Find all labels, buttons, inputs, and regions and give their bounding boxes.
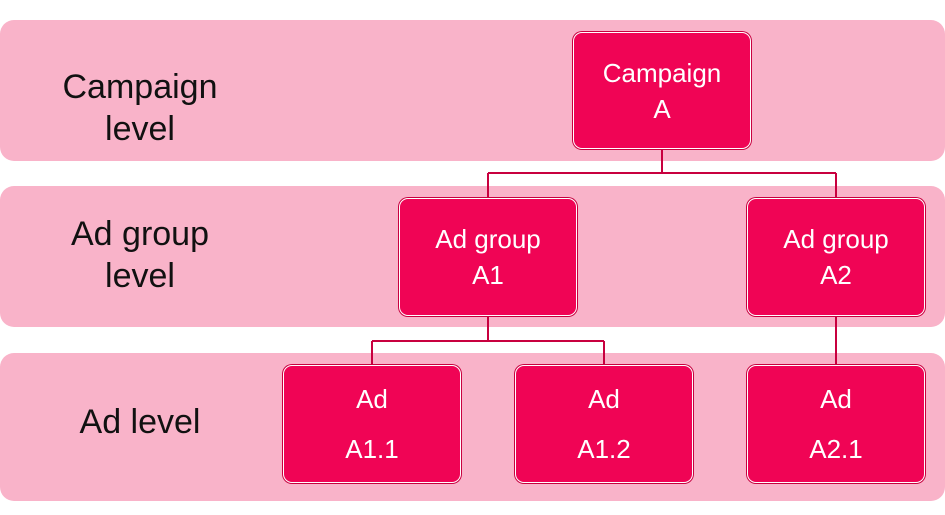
ad-level-label: Ad level (20, 401, 260, 443)
campaign-level-band: Campaign level (0, 20, 945, 161)
adgroup-a1-node: Ad group A1 (399, 198, 577, 316)
campaign-a-node: Campaign A (573, 32, 751, 149)
node-title: Ad (356, 384, 388, 414)
ad-a2-1-node: Ad A2.1 (747, 365, 925, 483)
ad-a1-1-node: Ad A1.1 (283, 365, 461, 483)
node-title: Ad group (783, 224, 889, 254)
adgroup-a2-node: Ad group A2 (747, 198, 925, 316)
campaign-level-label-text: Campaign level (62, 68, 218, 148)
node-title: Ad group (435, 224, 541, 254)
node-id: A2.1 (809, 434, 863, 464)
node-id: A (653, 93, 671, 124)
node-title: Ad (588, 384, 620, 414)
node-title: Campaign (602, 57, 722, 88)
node-id: A1.2 (577, 434, 631, 464)
node-id: A1 (472, 260, 504, 290)
ad-level-label-text: Ad level (79, 403, 201, 441)
ad-a1-2-node: Ad A1.2 (515, 365, 693, 483)
node-id: A1.1 (345, 434, 399, 464)
node-title: Ad (820, 384, 852, 414)
campaign-level-label: Campaign level (20, 66, 260, 150)
adgroup-level-label: Ad group level (20, 213, 260, 297)
node-id: A2 (820, 260, 852, 290)
adgroup-level-label-text: Ad group level (71, 215, 209, 295)
